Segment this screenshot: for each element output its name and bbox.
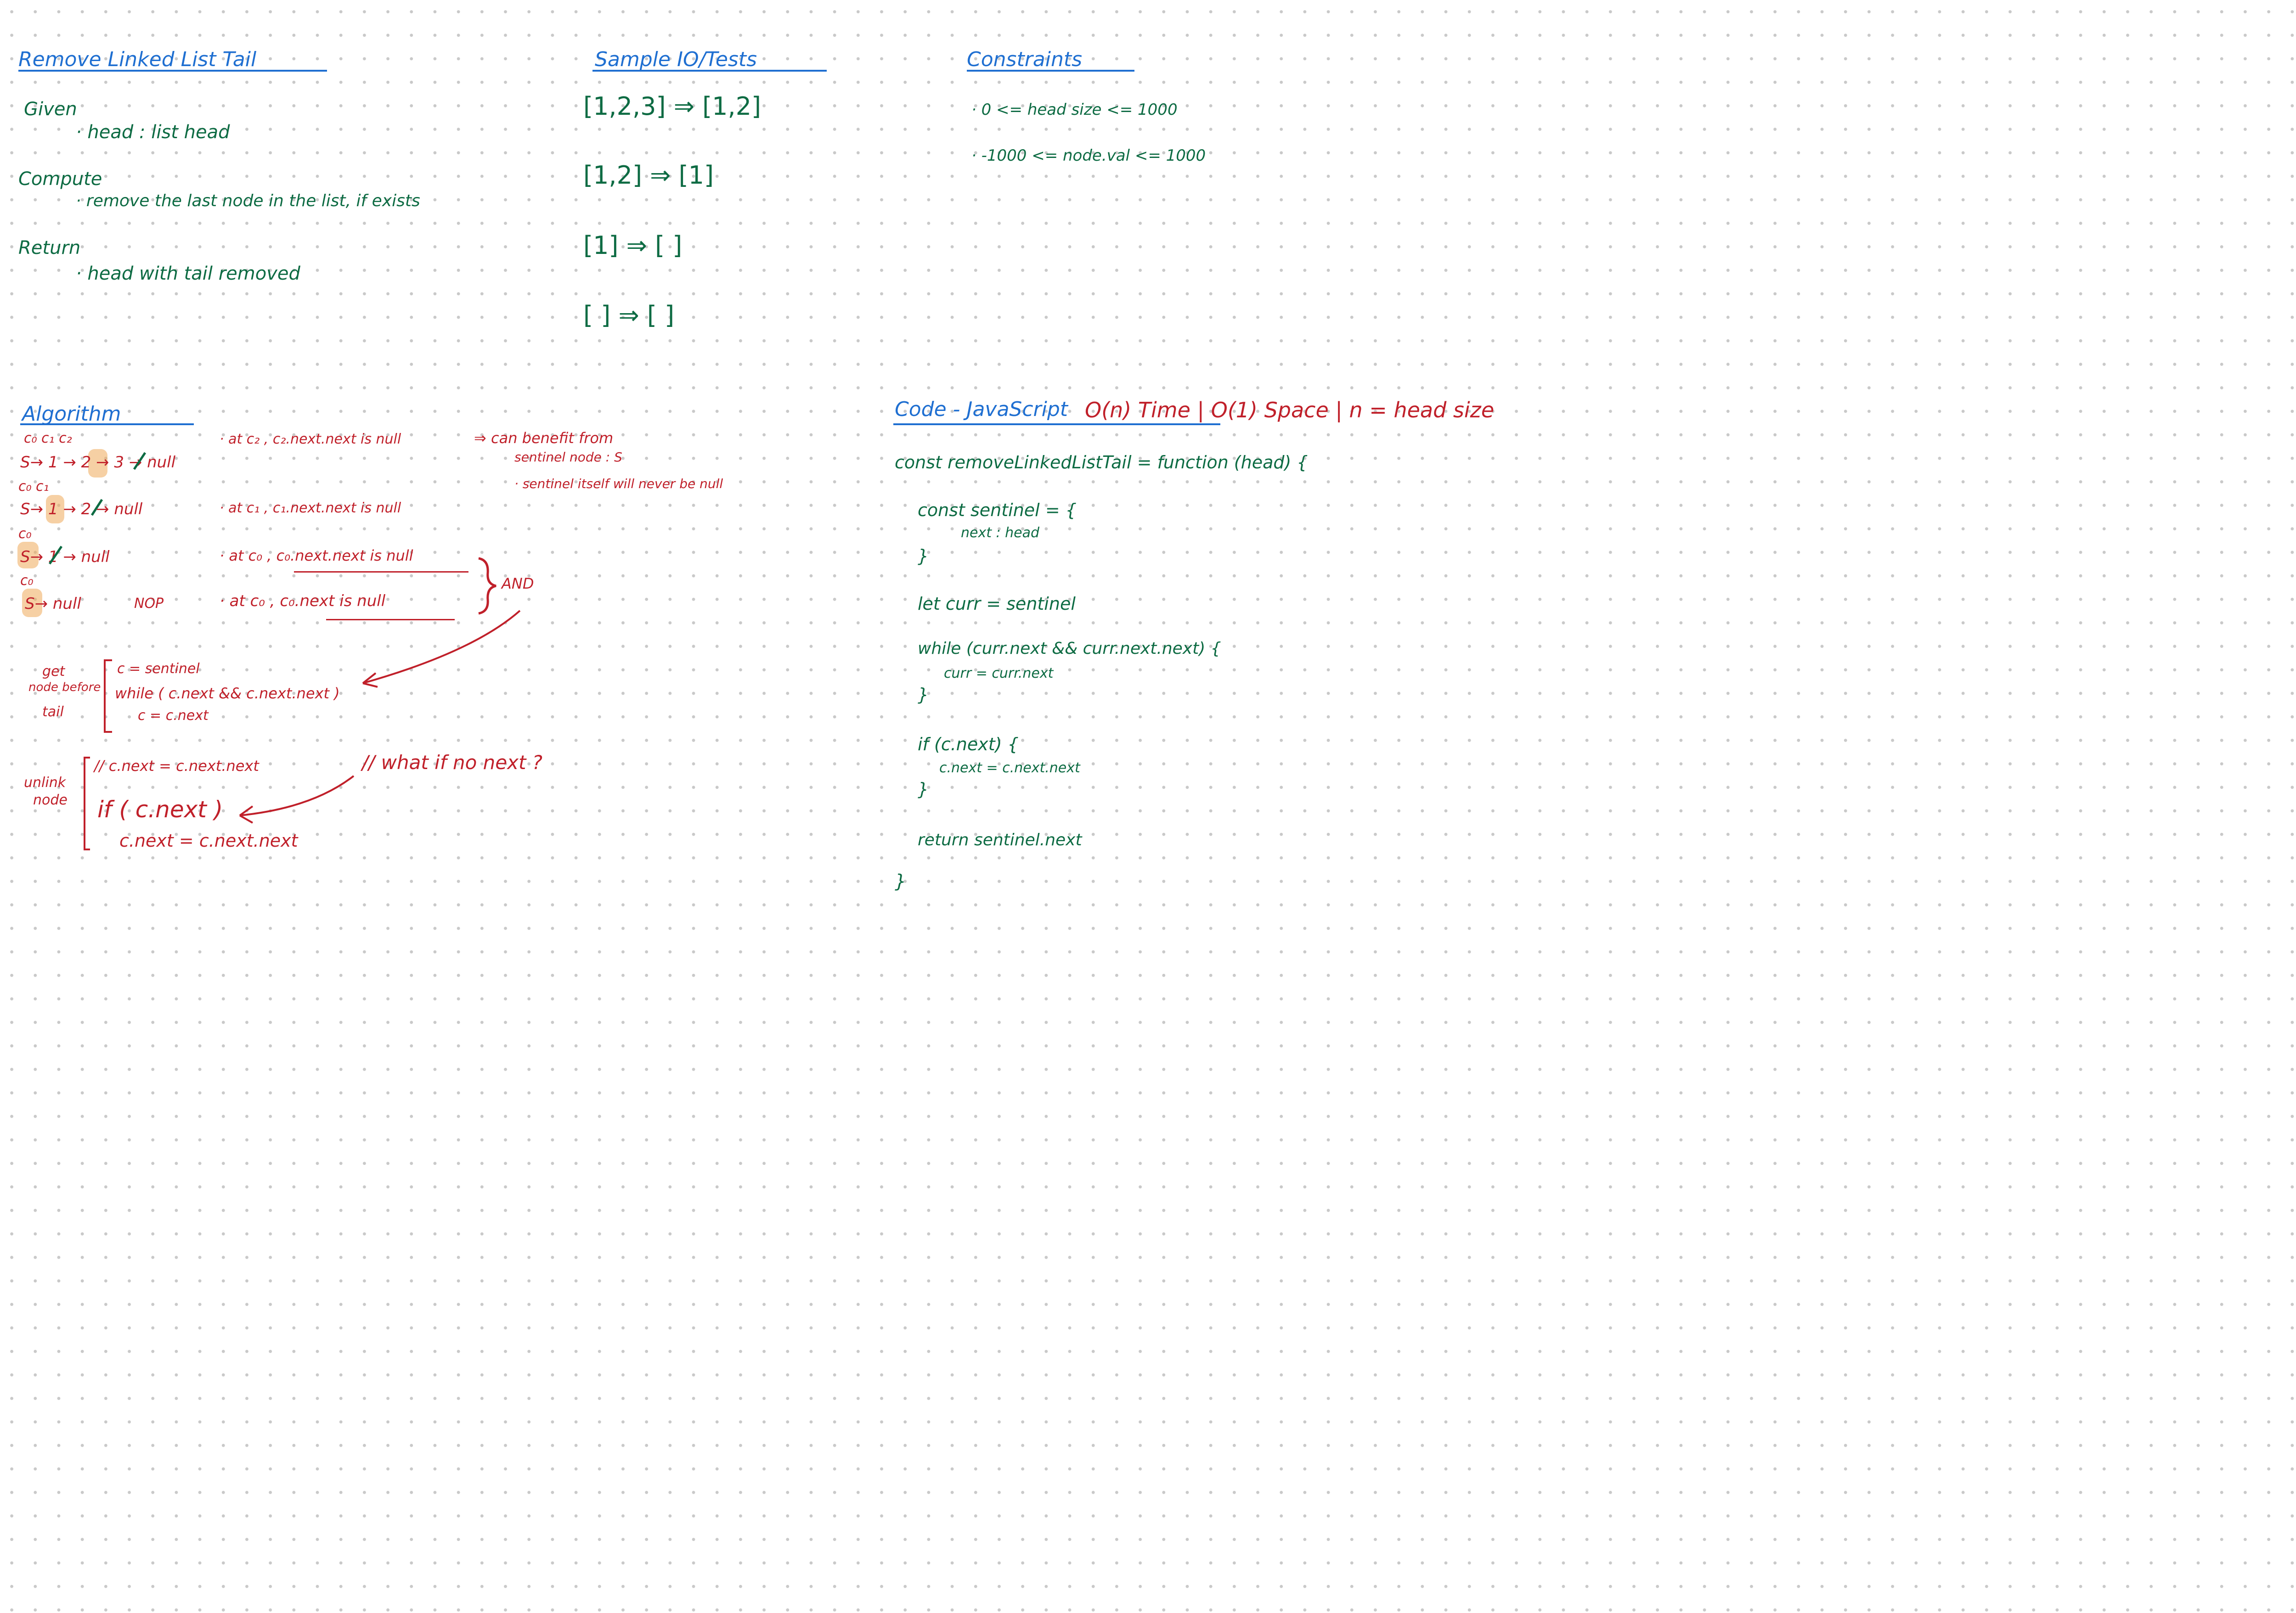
code-line-5: let curr = sentinel [918,594,1076,614]
row4-note: · at c₀ , c₀.next is null [220,592,386,610]
unlink-code-3: c.next = c.next.next [119,831,298,851]
tests-title: Sample IO/Tests [595,48,757,71]
row4-nop: NOP [134,596,164,612]
row4-list: S→ null [25,595,81,613]
benefit-line-3: · sentinel itself will never be null [514,476,723,491]
get-label-2: node before [28,680,101,694]
test-case-1: [1,2,3] ⇒ [1,2] [583,92,762,121]
bracket-get [104,659,112,733]
code-line-11: } [918,779,929,799]
code-line-2: const sentinel = { [918,500,1077,520]
algorithm-title-underline [20,423,194,425]
code-line-9: if (c.next) { [918,734,1019,754]
row4-pointer-labels: c₀ [20,573,34,589]
given-item: · head : list head [76,122,230,143]
return-label: Return [18,237,81,259]
unlink-code-1: // c.next = c.next.next [94,757,259,775]
highlight-sentinel-row3 [17,542,39,568]
tests-title-underline [592,70,827,72]
and-label: AND [502,575,534,592]
bracket-unlink [84,757,90,850]
row4-note-underline [326,619,455,620]
highlight-sentinel-row4 [22,589,42,617]
row3-list: S→ 1 → null [20,548,110,566]
test-case-4: [ ] ⇒ [ ] [583,301,675,330]
arrow-to-if-head [239,805,254,824]
get-label-1: get [42,663,65,680]
strike-node-1 [48,545,63,565]
get-code-2: while ( c.next && c.next.next ) [115,685,340,702]
highlight-node-2 [88,449,107,478]
given-label: Given [24,99,77,120]
return-item: · head with tail removed [76,263,300,284]
code-title: Code - JavaScript [895,398,1068,421]
code-line-8: } [918,685,929,705]
row3-pointer-labels: c₀ [18,526,32,542]
row1-note: · at c₂ , c₂.next.next is null [220,431,401,447]
unlink-question: // what if no next ? [362,751,543,774]
problem-title-underline [18,70,327,72]
code-line-1: const removeLinkedListTail = function (h… [895,452,1308,472]
row2-note: · at c₁ , c₁.next.next is null [220,500,401,516]
complexity-note: O(n) Time | O(1) Space | n = head size [1085,398,1495,422]
compute-item: · remove the last node in the list, if e… [76,191,420,210]
problem-title: Remove Linked List Tail [18,48,257,71]
code-line-13: } [895,871,907,892]
constraints-title: Constraints [967,48,1083,71]
constraints-title-underline [967,70,1134,72]
row2-list: S→ 1 → 2 → null [20,500,143,518]
code-line-3: next : head [961,525,1040,541]
code-title-underline [893,423,1220,425]
row1-pointer-labels: c₀ c₁ c₂ [24,430,72,446]
arrow-to-if [239,775,355,816]
brace-and [478,557,496,615]
arrow-to-while [362,610,521,684]
algorithm-title: Algorithm [22,402,121,426]
row3-note-underline [294,571,468,573]
row1-list: S→ 1 → 2 → 3 → null [20,453,176,472]
get-code-3: c = c.next [138,708,209,724]
compute-label: Compute [18,169,102,190]
code-line-4: } [918,546,929,566]
unlink-code-2: if ( c.next ) [97,796,223,823]
unlink-label-2: node [33,792,68,808]
test-case-2: [1,2] ⇒ [1] [583,161,714,190]
code-line-7: curr = curr.next [944,665,1054,681]
test-case-3: [1] ⇒ [ ] [583,231,683,260]
highlight-node-1 [46,495,64,523]
code-line-12: return sentinel.next [918,831,1082,849]
benefit-line-2: sentinel node : S [514,450,622,465]
get-code-1: c = sentinel [117,661,200,677]
arrow-to-while-head [362,672,378,688]
constraint-1: · 0 <= head size <= 1000 [971,101,1178,119]
code-line-6: while (curr.next && curr.next.next) { [918,639,1221,658]
constraint-2: · -1000 <= node.val <= 1000 [971,146,1206,165]
unlink-label-1: unlink [24,775,66,791]
strike-node-2 [90,499,103,516]
benefit-line-1: ⇒ can benefit from [474,429,614,447]
code-line-10: c.next = c.next.next [939,760,1080,776]
strike-node-3 [133,452,147,470]
get-label-3: tail [42,704,64,720]
row2-pointer-labels: c₀ c₁ [18,478,49,495]
row3-note: · at c₀ , c₀.next.next is null [220,547,413,564]
